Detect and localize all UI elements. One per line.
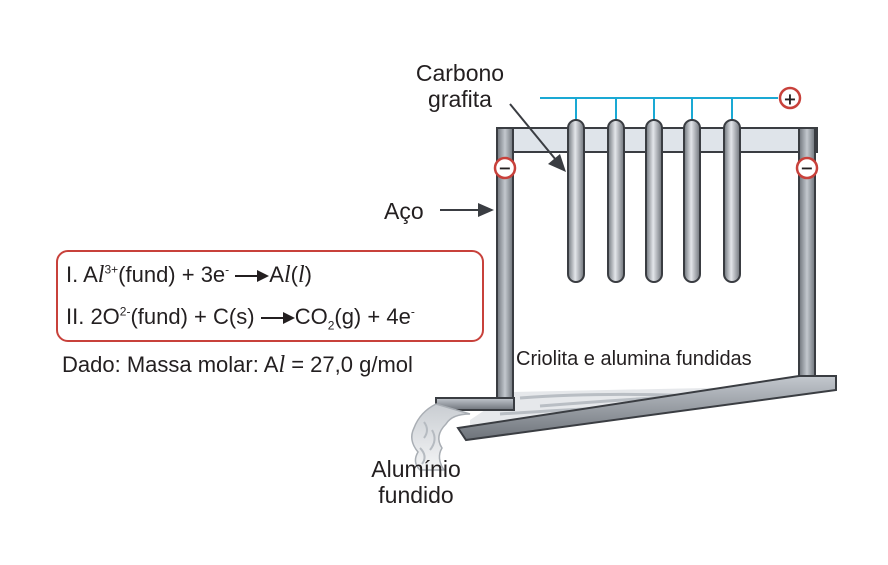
carbon-label-line2: grafita [428, 86, 492, 112]
right-arrow-icon [235, 270, 270, 283]
graphite-rod-4 [683, 119, 701, 283]
minus-sign-right: − [800, 159, 813, 178]
eq1-product-a: A [269, 262, 284, 287]
eq1-product-open: ( [290, 262, 298, 287]
eq1-product-l: l [283, 262, 291, 288]
graphite-rod-2 [607, 119, 625, 283]
graphite-rod-5 [723, 119, 741, 283]
minus-terminal-icon-right: − [795, 156, 819, 180]
eq2-product-rest: (g) + 4e [334, 304, 411, 329]
steel-label: Aço [384, 198, 424, 224]
carbon-pointer-arrow [509, 103, 566, 172]
eq1-product-close: ) [304, 262, 312, 287]
steel-pointer-arrow [440, 203, 494, 217]
aluminium-label: Alumínio fundido [352, 456, 480, 508]
aluminium-stream-ripples [419, 421, 436, 465]
eq2-product-a: CO [294, 304, 328, 329]
given-l: l [278, 352, 286, 378]
carbon-label: Carbono grafita [400, 60, 520, 112]
equations-box: I. Al3+(fund) + 3e- Al(l) II. 2O2-(fund)… [56, 250, 484, 342]
eq2-numeral: II. 2O [66, 304, 120, 329]
eq1-reactant-rest: (fund) + 3e [118, 262, 226, 287]
plus-sign: + [783, 90, 796, 109]
carbon-label-line1: Carbono [415, 60, 505, 86]
eq1-numeral: I. A [66, 262, 98, 287]
eq1-electron-sup: - [225, 262, 230, 277]
eq1-charge: 3+ [104, 262, 119, 277]
minus-sign-left: − [498, 159, 511, 178]
plus-terminal-icon: + [778, 86, 802, 110]
eq1-product-state: l [297, 262, 305, 288]
minus-terminal-icon-left: − [493, 156, 517, 180]
right-arrow-icon-2 [260, 312, 295, 325]
given-rest: = 27,0 g/mol [285, 352, 413, 377]
bath-label: Criolita e alumina fundidas [516, 348, 752, 370]
equation-1: I. Al3+(fund) + 3e- Al(l) [66, 262, 312, 288]
equation-2: II. 2O2-(fund) + C(s) CO2(g) + 4e- [66, 304, 415, 333]
graphite-rod-1 [567, 119, 585, 283]
steel-floor [456, 375, 837, 442]
eq2-electron-sup: - [410, 304, 415, 319]
eq2-charge: 2- [119, 304, 131, 319]
aluminium-stream [411, 403, 471, 471]
given-data: Dado: Massa molar: Al = 27,0 g/mol [62, 352, 413, 378]
eq2-product-sub: 2 [327, 318, 335, 333]
eq1-l1: l [97, 262, 105, 288]
aluminium-label-line2: fundido [378, 482, 454, 508]
eq2-reactants: (fund) + C(s) [130, 304, 255, 329]
graphite-rod-3 [645, 119, 663, 283]
aluminium-label-line1: Alumínio [371, 456, 461, 482]
given-text: Dado: Massa molar: A [62, 352, 279, 377]
